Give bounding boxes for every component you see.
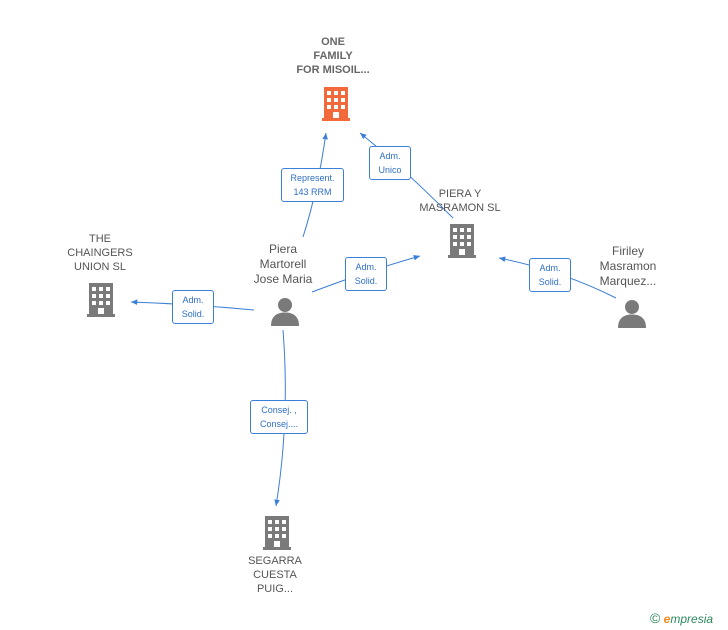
brand-initial: e <box>663 612 671 626</box>
edge-label-adm-unico[interactable]: Adm. Unico <box>369 146 411 180</box>
edge-label-consej[interactable]: Consej. , Consej.... <box>250 400 308 434</box>
node-label-piera-martorell[interactable]: Piera Martorell Jose Maria <box>233 242 333 287</box>
building-icon-piera-y-masramon[interactable] <box>446 222 478 258</box>
building-icon-segarra[interactable] <box>261 514 293 550</box>
node-label-line: Martorell <box>259 257 307 271</box>
person-icon-piera-martorell[interactable] <box>270 296 300 326</box>
node-label-line: THE <box>89 233 111 245</box>
node-label-line: SEGARRA <box>248 555 302 567</box>
edge-label-adm-solid-piera[interactable]: Adm. Solid. <box>345 257 387 291</box>
node-label-line: UNION SL <box>74 261 126 273</box>
person-icon-firiley[interactable] <box>617 298 647 328</box>
edge-label-line: Adm. <box>379 151 401 161</box>
node-label-line: ONE <box>321 36 345 48</box>
node-label-line: Marquez... <box>599 274 657 288</box>
edge-label-line: Solid. <box>181 309 205 319</box>
node-label-line: CUESTA <box>253 569 297 581</box>
edge-label-line: Adm. <box>355 262 377 272</box>
building-icon-the-chaingers[interactable] <box>85 281 117 317</box>
node-label-the-chaingers[interactable]: THE CHAINGERS UNION SL <box>50 232 150 274</box>
edge-label-represent[interactable]: Represent. 143 RRM <box>281 168 344 202</box>
edge-label-adm-solid-chaingers[interactable]: Adm. Solid. <box>172 290 214 324</box>
node-label-line: PIERA Y <box>438 188 482 200</box>
edge-label-line: Unico <box>378 165 402 175</box>
node-label-line: FAMILY <box>313 50 353 62</box>
brand-footer: © empresia <box>650 610 713 626</box>
node-label-piera-y-masramon[interactable]: PIERA Y MASRAMON SL <box>410 187 510 215</box>
edge-label-line: Adm. <box>539 263 561 273</box>
edge-label-line: 143 RRM <box>293 187 332 197</box>
node-label-line: Jose Maria <box>253 272 313 286</box>
edge-label-line: Solid. <box>538 277 562 287</box>
copyright-icon: © <box>650 610 661 626</box>
node-label-one-family[interactable]: ONE FAMILY FOR MISOIL... <box>283 35 383 77</box>
brand-name: mpresia <box>670 612 714 626</box>
node-label-line: Masramon <box>599 259 657 273</box>
edge-label-line: Solid. <box>354 276 378 286</box>
edge-label-line: Consej. , <box>261 405 297 415</box>
node-label-line: Piera <box>268 242 297 256</box>
edge-label-adm-solid-firiley[interactable]: Adm. Solid. <box>529 258 571 292</box>
node-label-line: PUIG... <box>256 583 294 595</box>
node-label-line: MASRAMON SL <box>419 202 501 214</box>
node-label-line: Firiley <box>612 244 644 258</box>
node-label-firiley[interactable]: Firiley Masramon Marquez... <box>578 244 678 289</box>
edge-label-line: Represent. <box>290 173 335 183</box>
edge-label-line: Adm. <box>182 295 204 305</box>
edge-label-line: Consej.... <box>259 419 299 429</box>
node-label-line: FOR MISOIL... <box>296 64 370 76</box>
building-icon-main[interactable] <box>320 85 352 121</box>
node-label-line: CHAINGERS <box>67 247 133 259</box>
node-label-segarra[interactable]: SEGARRA CUESTA PUIG... <box>225 554 325 596</box>
